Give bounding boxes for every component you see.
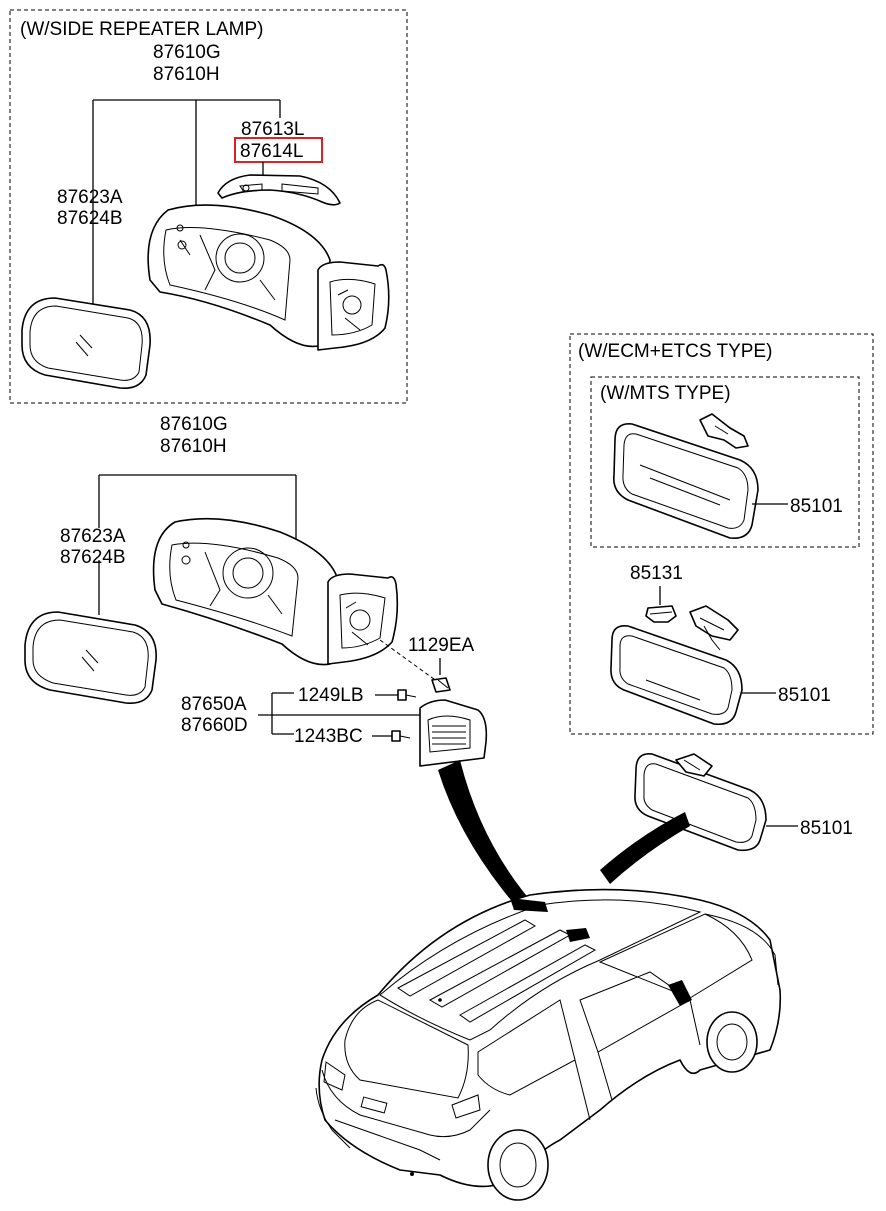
std-inside-mirror-drawing [634,753,767,852]
side-repeater-cover-drawing [217,174,341,206]
top-mirror-leader [92,99,281,305]
top-mirror-glass-drawing [21,297,151,390]
side-repeater-group-title: (W/SIDE REPEATER LAMP) [20,19,264,40]
inside-mirror-pointer [600,812,690,884]
garnish-leader [258,692,430,735]
top-cover-highlight [234,137,323,163]
mts-group-box [590,376,860,548]
mts-inside-mirror-label[interactable]: 85101 [790,496,843,517]
mid-mirror-assy-label-1[interactable]: 87610G [160,414,228,435]
cover-85131-drawing [645,605,677,623]
mts-group-title: (W/MTS TYPE) [600,383,731,404]
screw-1243bc-label[interactable]: 1243BC [294,726,363,747]
side-repeater-group-box [9,9,408,404]
mid-mirror-housing-drawing [152,517,399,666]
mid-glass-label-2[interactable]: 87624B [60,547,126,568]
mid-mirror-leader [98,474,297,615]
garnish-pointer [438,760,530,905]
vehicle-drawing [315,888,782,1201]
cover-85131-label[interactable]: 85131 [630,563,683,584]
mid-mirror-glass-drawing [24,611,157,705]
ecm-etcs-group-box [569,333,874,735]
top-mirror-assy-label-1[interactable]: 87610G [153,42,221,63]
garnish-drawing [419,699,488,767]
ecm-inside-mirror-drawing [610,605,743,726]
bolt-1129ea-label[interactable]: 1129EA [408,635,475,656]
ecm-inside-mirror-label[interactable]: 85101 [778,685,831,706]
screw-1249lb-drawing [397,689,417,701]
top-mirror-housing-drawing [147,204,390,351]
top-glass-label-2[interactable]: 87624B [57,208,123,229]
garnish-label-2[interactable]: 87660D [181,715,248,736]
std-inside-mirror-label[interactable]: 85101 [800,818,853,839]
screw-1249lb-label[interactable]: 1249LB [298,685,364,706]
mid-glass-label-1[interactable]: 87623A [60,526,126,547]
mts-inside-mirror-drawing [612,413,759,540]
ecm-etcs-group-title: (W/ECM+ETCS TYPE) [578,341,772,362]
top-cover-label-1[interactable]: 87613L [241,119,304,140]
mid-mirror-assy-label-2[interactable]: 87610H [160,436,227,457]
top-cover-label-2[interactable]: 87614L [240,141,303,162]
top-mirror-assy-label-2[interactable]: 87610H [153,64,220,85]
bolt-1129ea-drawing [431,677,451,693]
garnish-label-1[interactable]: 87650A [181,694,247,715]
top-glass-label-1[interactable]: 87623A [57,187,123,208]
screw-1243bc-drawing [391,730,411,742]
bolt-1129ea-dashed-line [379,639,439,683]
